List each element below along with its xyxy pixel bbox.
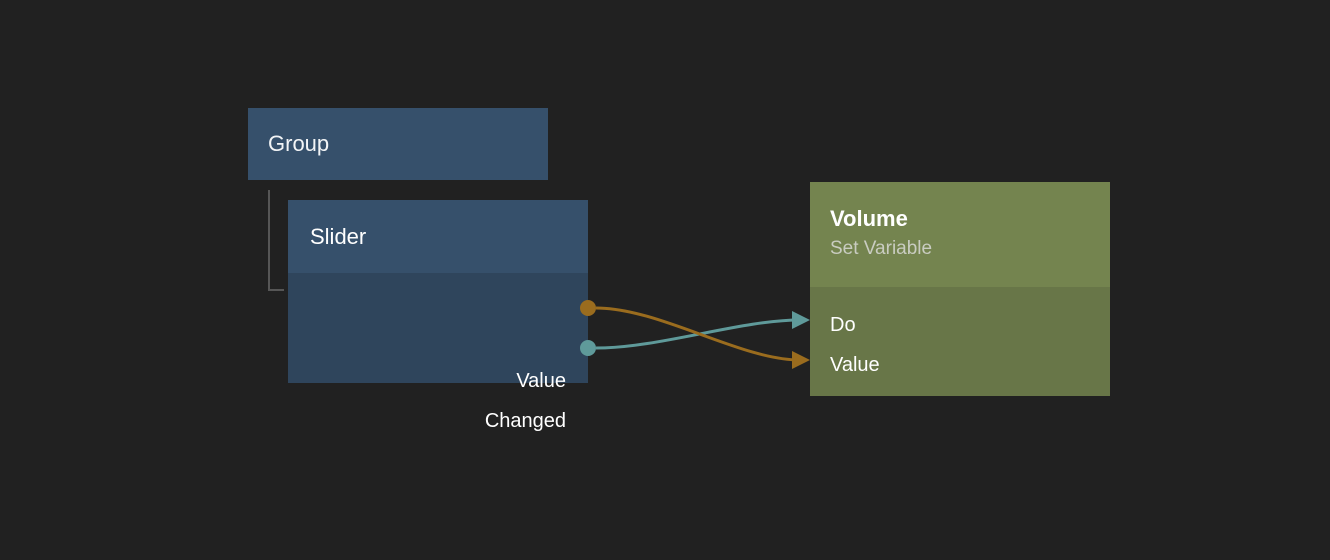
input-port-do[interactable]: Do xyxy=(830,315,856,335)
node-slider[interactable]: Slider Value Changed xyxy=(288,200,588,431)
wire-value-to-value xyxy=(595,306,801,362)
node-volume-header[interactable]: Volume Set Variable xyxy=(810,182,1110,287)
node-volume-header-text: Volume Set Variable xyxy=(830,206,933,259)
node-slider-title: Slider xyxy=(310,223,367,249)
output-port-value-label: Value xyxy=(516,370,566,392)
node-volume-subtitle: Set Variable xyxy=(830,238,933,259)
input-port-value-label: Value xyxy=(830,354,880,376)
group-membership-bracket xyxy=(268,190,284,291)
group-title: Group xyxy=(268,131,330,156)
arrowhead-do-input xyxy=(792,311,810,329)
node-volume-body: Do Value xyxy=(810,287,1110,396)
output-port-value[interactable]: Value xyxy=(516,371,566,391)
output-port-changed-label: Changed xyxy=(484,410,566,432)
node-volume-title: Volume xyxy=(830,206,908,231)
output-port-changed[interactable]: Changed xyxy=(485,411,566,431)
node-volume[interactable]: Volume Set Variable Do Value xyxy=(810,182,1110,396)
group-node[interactable]: Group xyxy=(248,108,548,180)
wire-changed-to-do xyxy=(595,318,801,350)
node-slider-header[interactable]: Slider xyxy=(288,200,588,273)
output-port-value-dot[interactable] xyxy=(580,300,596,316)
input-port-value[interactable]: Value xyxy=(830,355,880,375)
output-port-changed-dot[interactable] xyxy=(580,340,596,356)
node-slider-body: Value Changed xyxy=(288,273,588,431)
arrowhead-value-input xyxy=(792,351,810,369)
input-port-do-label: Do xyxy=(830,314,856,336)
